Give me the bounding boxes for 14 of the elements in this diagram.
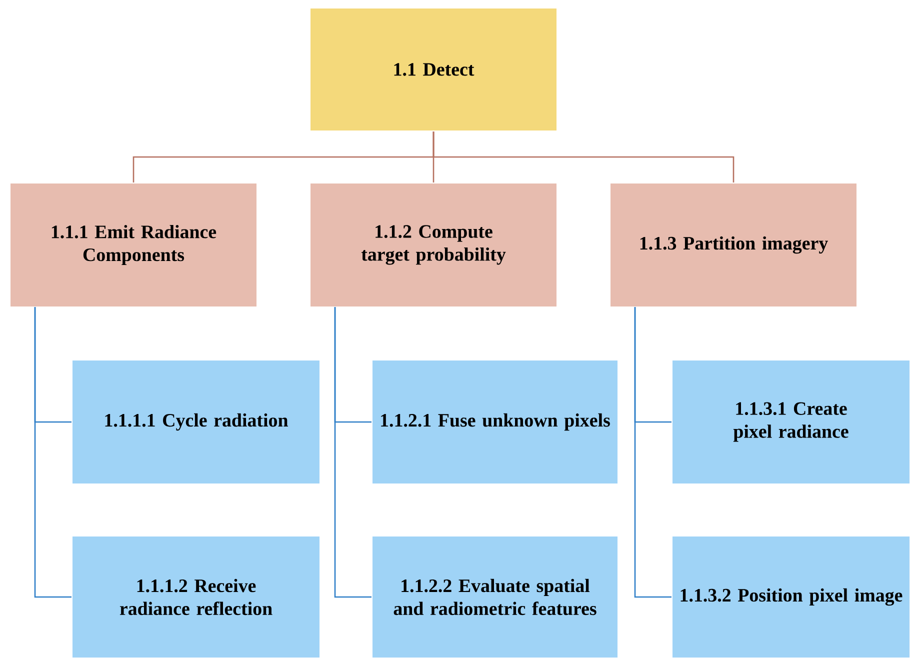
branch-box: 1.1.1 Emit Radiance Components (10, 182, 258, 308)
connector-line (334, 306, 372, 598)
leaf-box: 1.1.1.2 Receive radiance reflection (72, 535, 320, 658)
branch-box: 1.1.3 Partition imagery (610, 182, 858, 308)
leaf-box: 1.1.3.1 Create pixel radiance (672, 359, 910, 484)
connector-line (34, 306, 72, 598)
leaf-box: 1.1.2.1 Fuse unknown pixels (372, 359, 618, 484)
connector-line (432, 131, 734, 182)
root-box: 1.1 Detect (310, 8, 558, 132)
leaf-box: 1.1.1.1 Cycle radiation (72, 359, 320, 484)
branch-box: 1.1.2 Compute target probability (310, 182, 558, 308)
connector-line (634, 306, 672, 598)
leaf-box: 1.1.3.2 Position pixel image (672, 535, 910, 658)
leaf-box: 1.1.2.2 Evaluate spatial and radiometric features (372, 535, 618, 658)
